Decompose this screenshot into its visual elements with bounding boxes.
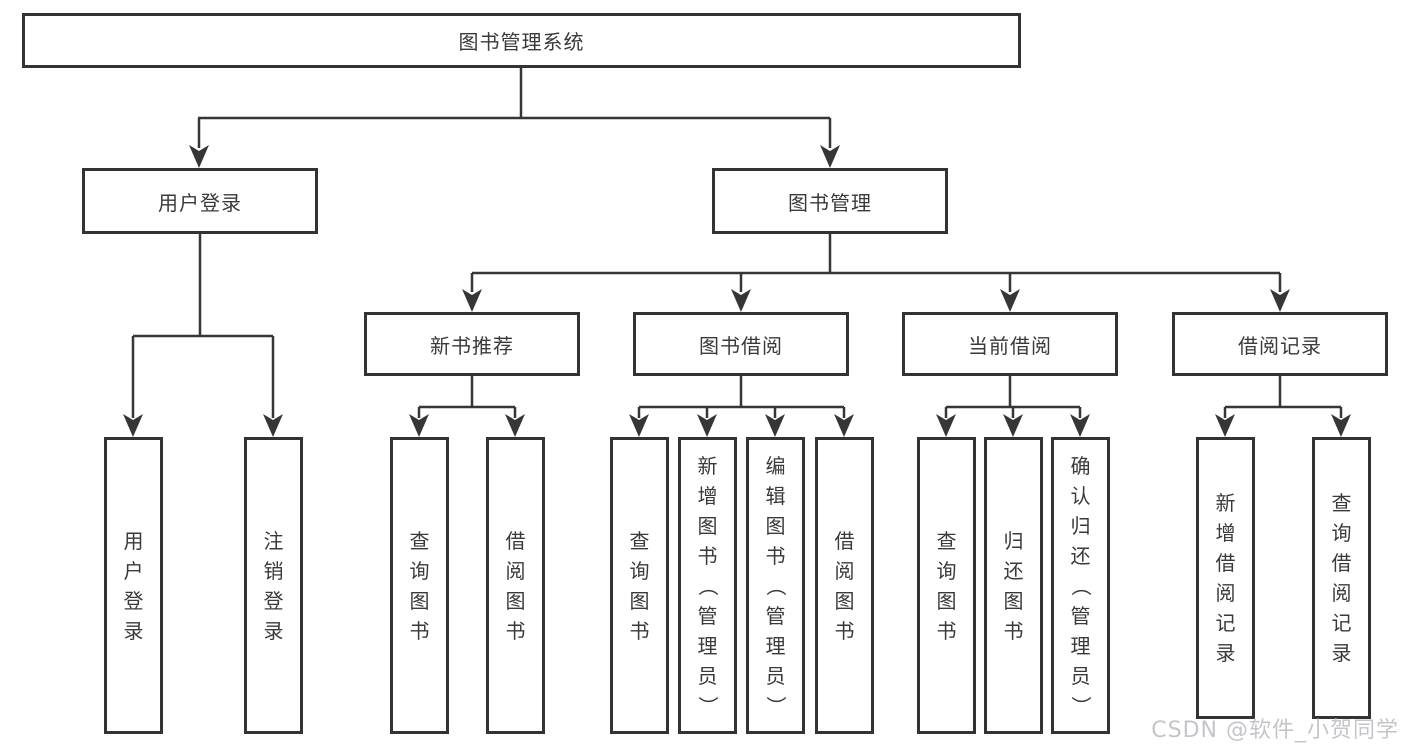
node-borrowing-records: 借阅记录 xyxy=(1172,312,1388,376)
leaf-query-borrow-record: 查询借阅记录 xyxy=(1312,437,1371,719)
leaf-return-books: 归还图书 xyxy=(984,437,1043,734)
leaf-add-borrow-record: 新增借阅记录 xyxy=(1196,437,1255,719)
leaf-query-books-current: 查询图书 xyxy=(917,437,976,734)
node-book-management: 图书管理 xyxy=(712,168,948,234)
leaf-query-books-recommend: 查询图书 xyxy=(390,437,449,734)
leaf-user-login: 用户登录 xyxy=(104,437,163,734)
node-user-login: 用户登录 xyxy=(82,168,318,234)
leaf-query-books-borrowing: 查询图书 xyxy=(610,437,669,734)
leaf-borrow-books-borrowing: 借阅图书 xyxy=(815,437,874,734)
node-current-borrowing: 当前借阅 xyxy=(902,312,1118,376)
leaf-logout: 注销登录 xyxy=(244,437,303,734)
leaf-confirm-return-admin: 确认归还（管理员） xyxy=(1051,437,1110,734)
node-library-management-system: 图书管理系统 xyxy=(22,13,1021,68)
leaf-edit-book-admin: 编辑图书（管理员） xyxy=(746,437,805,734)
watermark: CSDN @软件_小贺同学 xyxy=(1151,718,1399,743)
leaf-add-book-admin: 新增图书（管理员） xyxy=(678,437,737,734)
node-book-borrowing: 图书借阅 xyxy=(633,312,849,376)
node-new-book-recommendation: 新书推荐 xyxy=(364,312,580,376)
leaf-borrow-books-recommend: 借阅图书 xyxy=(486,437,545,734)
